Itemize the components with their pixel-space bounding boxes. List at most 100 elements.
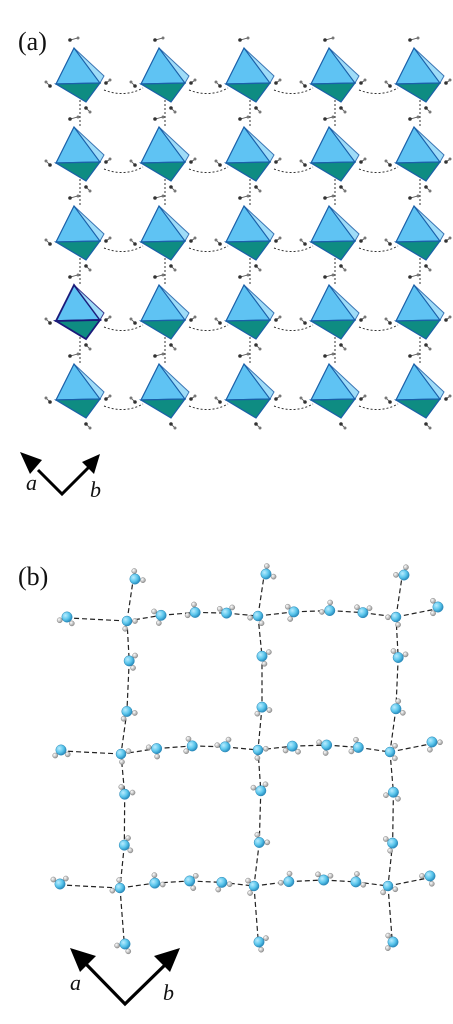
h-bond [293, 609, 330, 613]
h-bond [103, 403, 144, 410]
hydrogen-atom [76, 36, 80, 40]
tetrahedron-face-bottom [223, 82, 272, 103]
hydrogen-atom [247, 614, 254, 621]
h-bond [188, 403, 229, 410]
hydrogen-atom [331, 115, 335, 119]
hydrogen-atom [402, 651, 409, 658]
hydrogen-atom [254, 185, 258, 189]
hydrogen-atom [323, 38, 327, 42]
hydrogen-atom [316, 739, 322, 746]
hydrogen-atom [118, 784, 125, 790]
hydrogen-atom [327, 872, 334, 879]
oxygen-atom [115, 748, 127, 760]
hydrogen-atom [428, 110, 432, 114]
hydrogen-atom [246, 273, 250, 277]
panel-b-arrow-a-head [70, 948, 96, 972]
hydrogen-atom [193, 873, 199, 879]
hydrogen-atom [416, 194, 420, 198]
h-bond [226, 612, 259, 617]
tetrahedron-face-bottom [223, 319, 272, 340]
hydrogen-atom [68, 196, 72, 200]
h-bond [273, 403, 314, 410]
water-molecule [430, 597, 444, 617]
tetrahedron-face-side [158, 205, 190, 242]
h-bond [389, 743, 431, 753]
hydrogen-atom [448, 315, 452, 319]
hydrogen-atom [184, 612, 191, 619]
hydrogen-atom [108, 157, 112, 161]
hydrogen-atom [190, 885, 197, 891]
hydrogen-atom [448, 157, 452, 161]
oxygen-atom [350, 876, 362, 888]
hydrogen-atom [428, 880, 435, 887]
hydrogen-atom [88, 426, 92, 430]
water-molecule [282, 740, 301, 755]
water-molecule [120, 705, 138, 722]
oxygen-atom [121, 705, 133, 717]
hydrogen-atom [226, 881, 233, 887]
h-bond [126, 660, 130, 712]
hydrogen-atom [274, 318, 278, 322]
tetrahedron [129, 273, 197, 351]
hydrogen-atom [193, 315, 197, 319]
hydrogen-atom [278, 315, 282, 319]
panel-a-axis-lines [36, 458, 98, 497]
tetrahedron [214, 352, 282, 430]
hydrogen-atom [384, 396, 388, 400]
h-bond [358, 245, 399, 252]
hydrogen-atom [424, 106, 428, 110]
hydrogen-atom [127, 847, 134, 854]
hydrogen-atom [392, 755, 398, 762]
hydrogen-atom [366, 605, 373, 611]
hydrogen-atom [48, 84, 52, 88]
tetrahedron-face-side [158, 47, 190, 84]
tetrahedron [214, 194, 282, 272]
hydrogen-atom [44, 317, 48, 321]
panel-a-arrow-b-head [82, 454, 100, 474]
tetrahedron [129, 352, 197, 430]
hydrogen-atom [274, 160, 278, 164]
hydrogen-atom [385, 932, 392, 939]
water-molecule [284, 603, 300, 622]
oxygen-atom [255, 785, 267, 797]
hydrogen-atom [218, 163, 222, 167]
hydrogen-atom [189, 160, 193, 164]
water-molecule [393, 564, 410, 581]
panel-b-water-molecules [50, 563, 444, 955]
hydrogen-atom [299, 159, 303, 163]
hydrogen-atom [238, 38, 242, 42]
h-bond [358, 166, 399, 173]
hydrogen-atom [380, 889, 386, 896]
hydrogen-atom [132, 618, 138, 624]
hydrogen-atom [169, 422, 173, 426]
hydrogen-atom [254, 422, 258, 426]
oxygen-atom [390, 703, 402, 715]
oxygen-atom [184, 875, 196, 887]
tetrahedron-face-side [413, 205, 445, 242]
hydrogen-atom [419, 873, 425, 879]
hydrogen-atom [387, 847, 393, 854]
tetrahedron-face-bottom [223, 161, 272, 182]
hydrogen-atom [424, 343, 428, 347]
hydrogen-atom [214, 80, 218, 84]
h-bond [355, 881, 389, 887]
hydrogen-atom [254, 831, 261, 838]
tetrahedron-face-side [243, 363, 275, 400]
hydrogen-atom [218, 400, 222, 404]
h-bond [273, 324, 314, 331]
hydrogen-atom [363, 78, 367, 82]
tetrahedron-face-side [158, 126, 190, 163]
hydrogen-atom [173, 426, 177, 430]
hydrogen-atom [133, 163, 137, 167]
hydrogen-atom [254, 710, 261, 717]
tetrahedron [44, 115, 112, 193]
water-molecule [348, 736, 364, 755]
hydrogen-atom [384, 238, 388, 242]
hydrogen-atom [131, 710, 138, 716]
hydrogen-atom [246, 36, 250, 40]
hydrogen-atom [343, 268, 347, 272]
hydrogen-atom [84, 106, 88, 110]
hydrogen-atom [278, 78, 282, 82]
oxygen-atom [387, 936, 399, 948]
hydrogen-atom [388, 321, 392, 325]
